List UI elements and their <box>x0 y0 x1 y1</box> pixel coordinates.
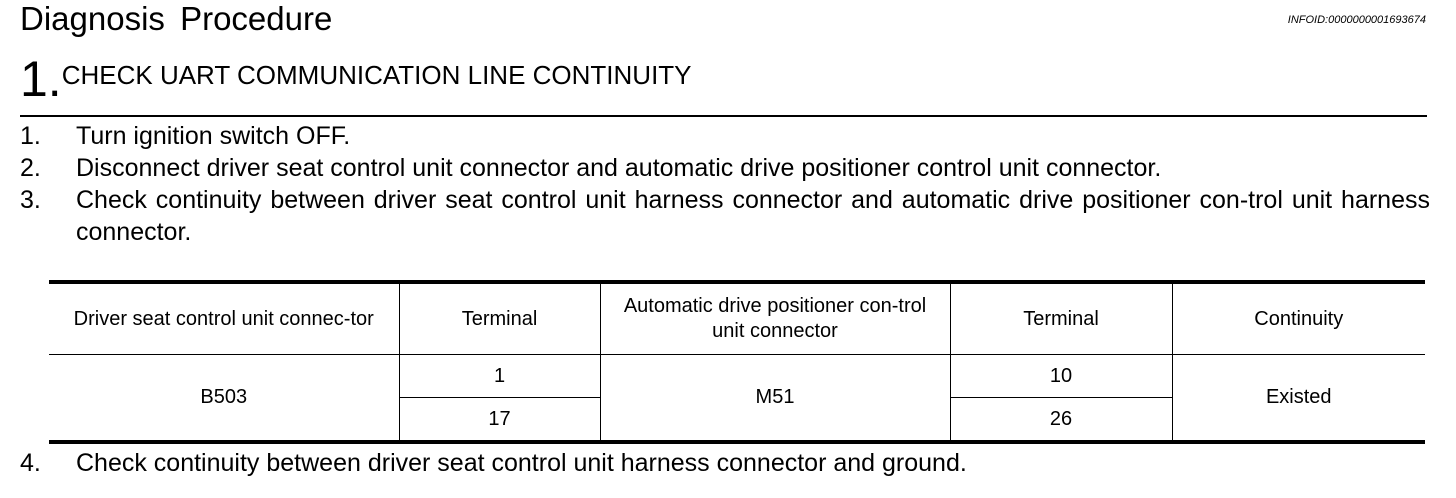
instruction-number: 4. <box>20 449 41 477</box>
info-id: INFOID:0000000001693674 <box>1287 14 1426 26</box>
table-header-row: Driver seat control unit connec-tor Term… <box>49 282 1425 355</box>
header-terminal-1: Terminal <box>398 282 601 355</box>
adp-terminal-cell: 10 <box>949 354 1173 398</box>
adp-connector-cell: M51 <box>599 354 951 442</box>
header-driver-connector: Driver seat control unit connec-tor <box>49 282 400 355</box>
step-number: 1. <box>20 51 62 107</box>
instruction-list: 1. Turn ignition switch OFF. 2. Disconne… <box>20 120 1430 248</box>
instruction-item: 1. Turn ignition switch OFF. <box>20 120 1430 152</box>
step-title: CHECK UART COMMUNICATION LINE CONTINUITY <box>61 60 692 90</box>
continuity-table: Driver seat control unit connec-tor Term… <box>49 280 1425 444</box>
page-title: Diagnosis Procedure <box>20 0 333 37</box>
instruction-text: Check continuity between driver seat con… <box>76 186 1430 246</box>
instruction-number: 3. <box>20 186 41 214</box>
instruction-text: Turn ignition switch OFF. <box>76 122 351 150</box>
header-terminal-2: Terminal <box>949 282 1173 355</box>
instruction-item: 3. Check continuity between driver seat … <box>20 184 1430 248</box>
instruction-text: Disconnect driver seat control unit conn… <box>76 154 1162 182</box>
instruction-number: 2. <box>20 154 41 182</box>
step-heading: 1.CHECK UART COMMUNICATION LINE CONTINUI… <box>20 52 692 106</box>
adp-terminal-cell: 26 <box>949 397 1173 442</box>
instruction-item: 2. Disconnect driver seat control unit c… <box>20 152 1430 184</box>
table-row: 17 26 <box>49 397 1425 442</box>
instruction-text: Check continuity between driver seat con… <box>76 449 967 477</box>
instruction-number: 1. <box>20 122 41 150</box>
header-continuity: Continuity <box>1171 282 1425 355</box>
header-adp-connector: Automatic drive positioner con-trol unit… <box>599 282 951 355</box>
driver-terminal-cell: 1 <box>398 354 601 398</box>
table-row: B503 1 M51 10 Existed <box>49 354 1425 442</box>
driver-terminal-cell: 17 <box>398 397 601 442</box>
heading-divider <box>20 115 1427 117</box>
continuity-table-wrapper: Driver seat control unit connec-tor Term… <box>49 280 1425 444</box>
driver-connector-cell: B503 <box>49 354 400 442</box>
instruction-item-4: 4. Check continuity between driver seat c… <box>20 447 1430 479</box>
continuity-cell: Existed <box>1171 354 1425 442</box>
